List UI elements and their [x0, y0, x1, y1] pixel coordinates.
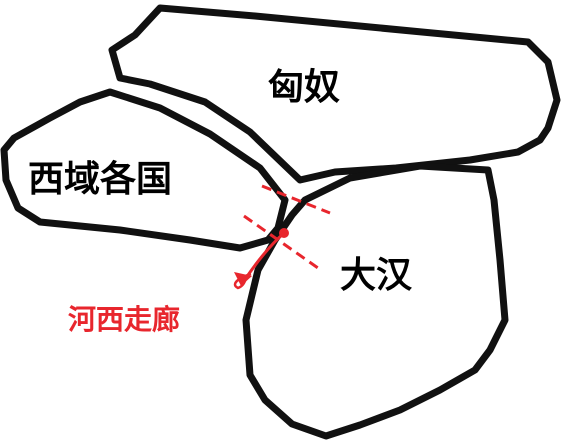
corridor-label-hexi: 河西走廊 — [68, 303, 181, 336]
region-label-xiyu: 西域各国 — [28, 159, 173, 200]
region-dahan-shape — [242, 162, 509, 440]
region-xiyu-shape — [0, 88, 289, 252]
region-label-xiongnu: 匈奴 — [268, 67, 341, 108]
corridor-dash-upper — [261, 184, 331, 215]
region-label-dahan: 大汉 — [340, 255, 413, 296]
corridor-loop-mark — [233, 272, 252, 290]
